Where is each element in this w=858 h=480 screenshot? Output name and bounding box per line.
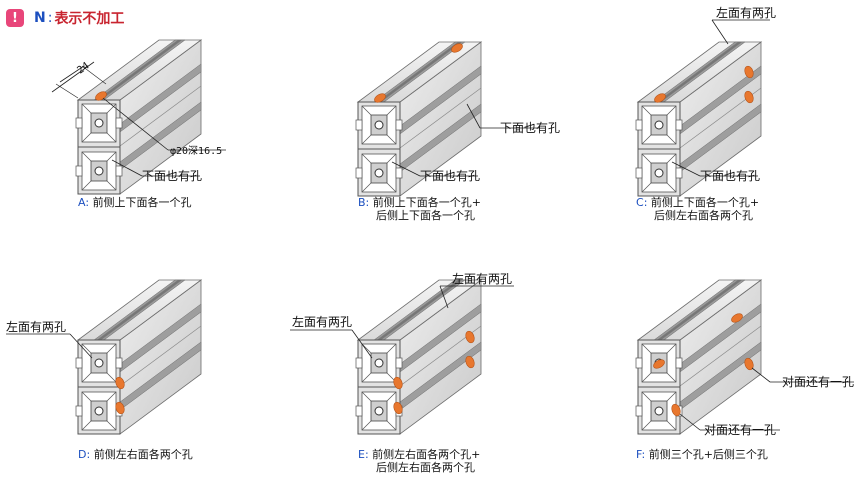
callout-d-left: 左面有两孔 bbox=[6, 319, 66, 334]
caption-c-letter: C bbox=[636, 196, 644, 209]
profile-d: 左面有两孔 bbox=[6, 279, 202, 435]
caption-b-sep: : bbox=[365, 196, 370, 209]
caption-e-letter: E bbox=[358, 448, 365, 461]
caption-e: E: 前侧左右面各两个孔+ 后侧左右面各两个孔 bbox=[358, 448, 480, 474]
caption-e-line2: 后侧左右面各两个孔 bbox=[376, 461, 475, 474]
caption-c-line2: 后侧左右面各两个孔 bbox=[654, 209, 753, 222]
callout-f-right: 对面还有一孔 bbox=[782, 375, 854, 389]
callout-e-left: 左面有两孔 bbox=[292, 314, 352, 329]
caption-a-sep: : bbox=[85, 196, 90, 209]
caption-d-letter: D bbox=[78, 448, 87, 461]
callout-f-bottom: 对面还有一孔 bbox=[704, 423, 776, 437]
callout-c-left: 左面有两孔 bbox=[716, 5, 776, 20]
header-code: N bbox=[34, 10, 46, 26]
caption-f-letter: F bbox=[636, 448, 642, 461]
caption-e-line1: 前侧左右面各两个孔+ bbox=[372, 448, 481, 461]
caption-d-text: 前侧左右面各两个孔 bbox=[93, 448, 193, 461]
profile-b: 下面也有孔 下面也有孔 bbox=[355, 41, 560, 197]
dim-width-label: 24 bbox=[75, 61, 91, 77]
caption-b-line2: 后侧上下面各一个孔 bbox=[376, 209, 475, 222]
profile-a: 24 φ20深16.5 下面也有孔 bbox=[51, 39, 226, 195]
caption-a: A: 前侧上下面各一个孔 bbox=[78, 196, 192, 209]
warning-icon: ! bbox=[6, 9, 24, 27]
caption-b-line1: 前侧上下面各一个孔+ bbox=[372, 196, 481, 209]
header-title: 表示不加工 bbox=[54, 11, 125, 27]
caption-f: F: 前侧三个孔+后侧三个孔 bbox=[636, 448, 768, 461]
callout-e-top: 左面有两孔 bbox=[452, 271, 512, 286]
caption-d: D: 前侧左右面各两个孔 bbox=[78, 448, 193, 461]
caption-e-sep: : bbox=[364, 448, 369, 461]
caption-b: B: 前侧上下面各一个孔+ 后侧上下面各一个孔 bbox=[358, 196, 481, 222]
dim-hole-label: φ20深16.5 bbox=[170, 145, 222, 157]
caption-f-sep: : bbox=[641, 448, 646, 461]
profile-e: 左面有两孔 左面有两孔 bbox=[290, 271, 514, 435]
callout-a-bottom: 下面也有孔 bbox=[142, 169, 202, 183]
caption-c-sep: : bbox=[643, 196, 648, 209]
section-header: ! N : 表示不加工 bbox=[6, 8, 124, 28]
callout-b-bottom: 下面也有孔 bbox=[420, 169, 480, 183]
caption-c-line1: 前侧上下面各一个孔+ bbox=[650, 196, 760, 209]
caption-d-sep: : bbox=[86, 448, 91, 461]
caption-c: C: 前侧上下面各一个孔+ 后侧左右面各两个孔 bbox=[636, 196, 759, 222]
callout-c-bottom: 下面也有孔 bbox=[700, 169, 760, 183]
callout-b-right: 下面也有孔 bbox=[500, 121, 560, 135]
profile-f: 对面还有一孔 对面还有一孔 bbox=[635, 279, 854, 437]
caption-a-text: 前侧上下面各一个孔 bbox=[92, 196, 192, 209]
profile-c: 左面有两孔 下面也有孔 bbox=[635, 5, 776, 197]
caption-f-text: 前侧三个孔+后侧三个孔 bbox=[648, 448, 768, 461]
caption-a-letter: A bbox=[78, 196, 86, 209]
header-separator: : bbox=[47, 10, 53, 26]
caption-b-letter: B bbox=[358, 196, 366, 209]
